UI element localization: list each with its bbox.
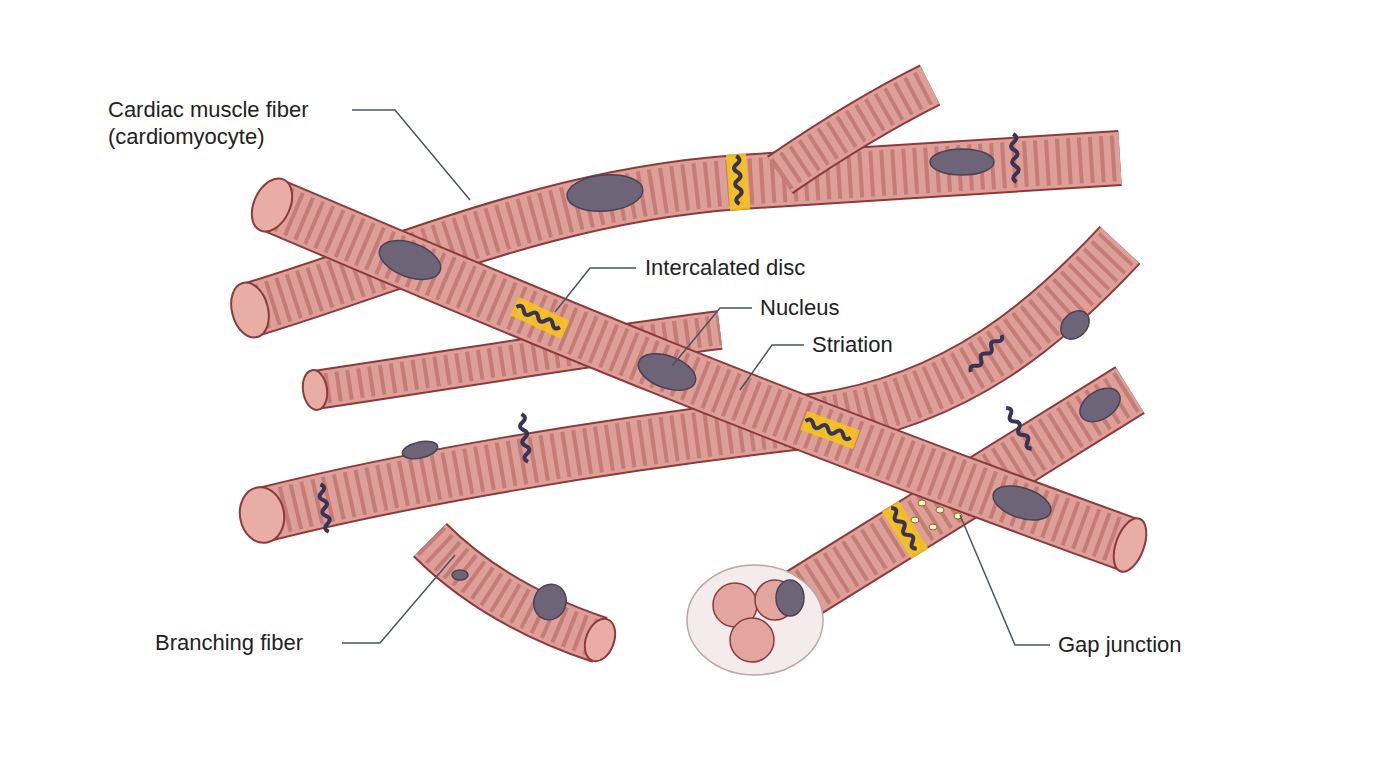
part-label: Cardiac muscle fiber (cardiomyocyte) xyxy=(108,96,358,150)
leader-lines xyxy=(342,110,1050,645)
part-label: Nucleus xyxy=(760,294,839,321)
part-label: Gap junction xyxy=(1058,631,1182,658)
part-label: Striation xyxy=(812,331,893,358)
part-label: Branching fiber xyxy=(155,629,303,656)
part-label: Intercalated disc xyxy=(645,254,805,281)
